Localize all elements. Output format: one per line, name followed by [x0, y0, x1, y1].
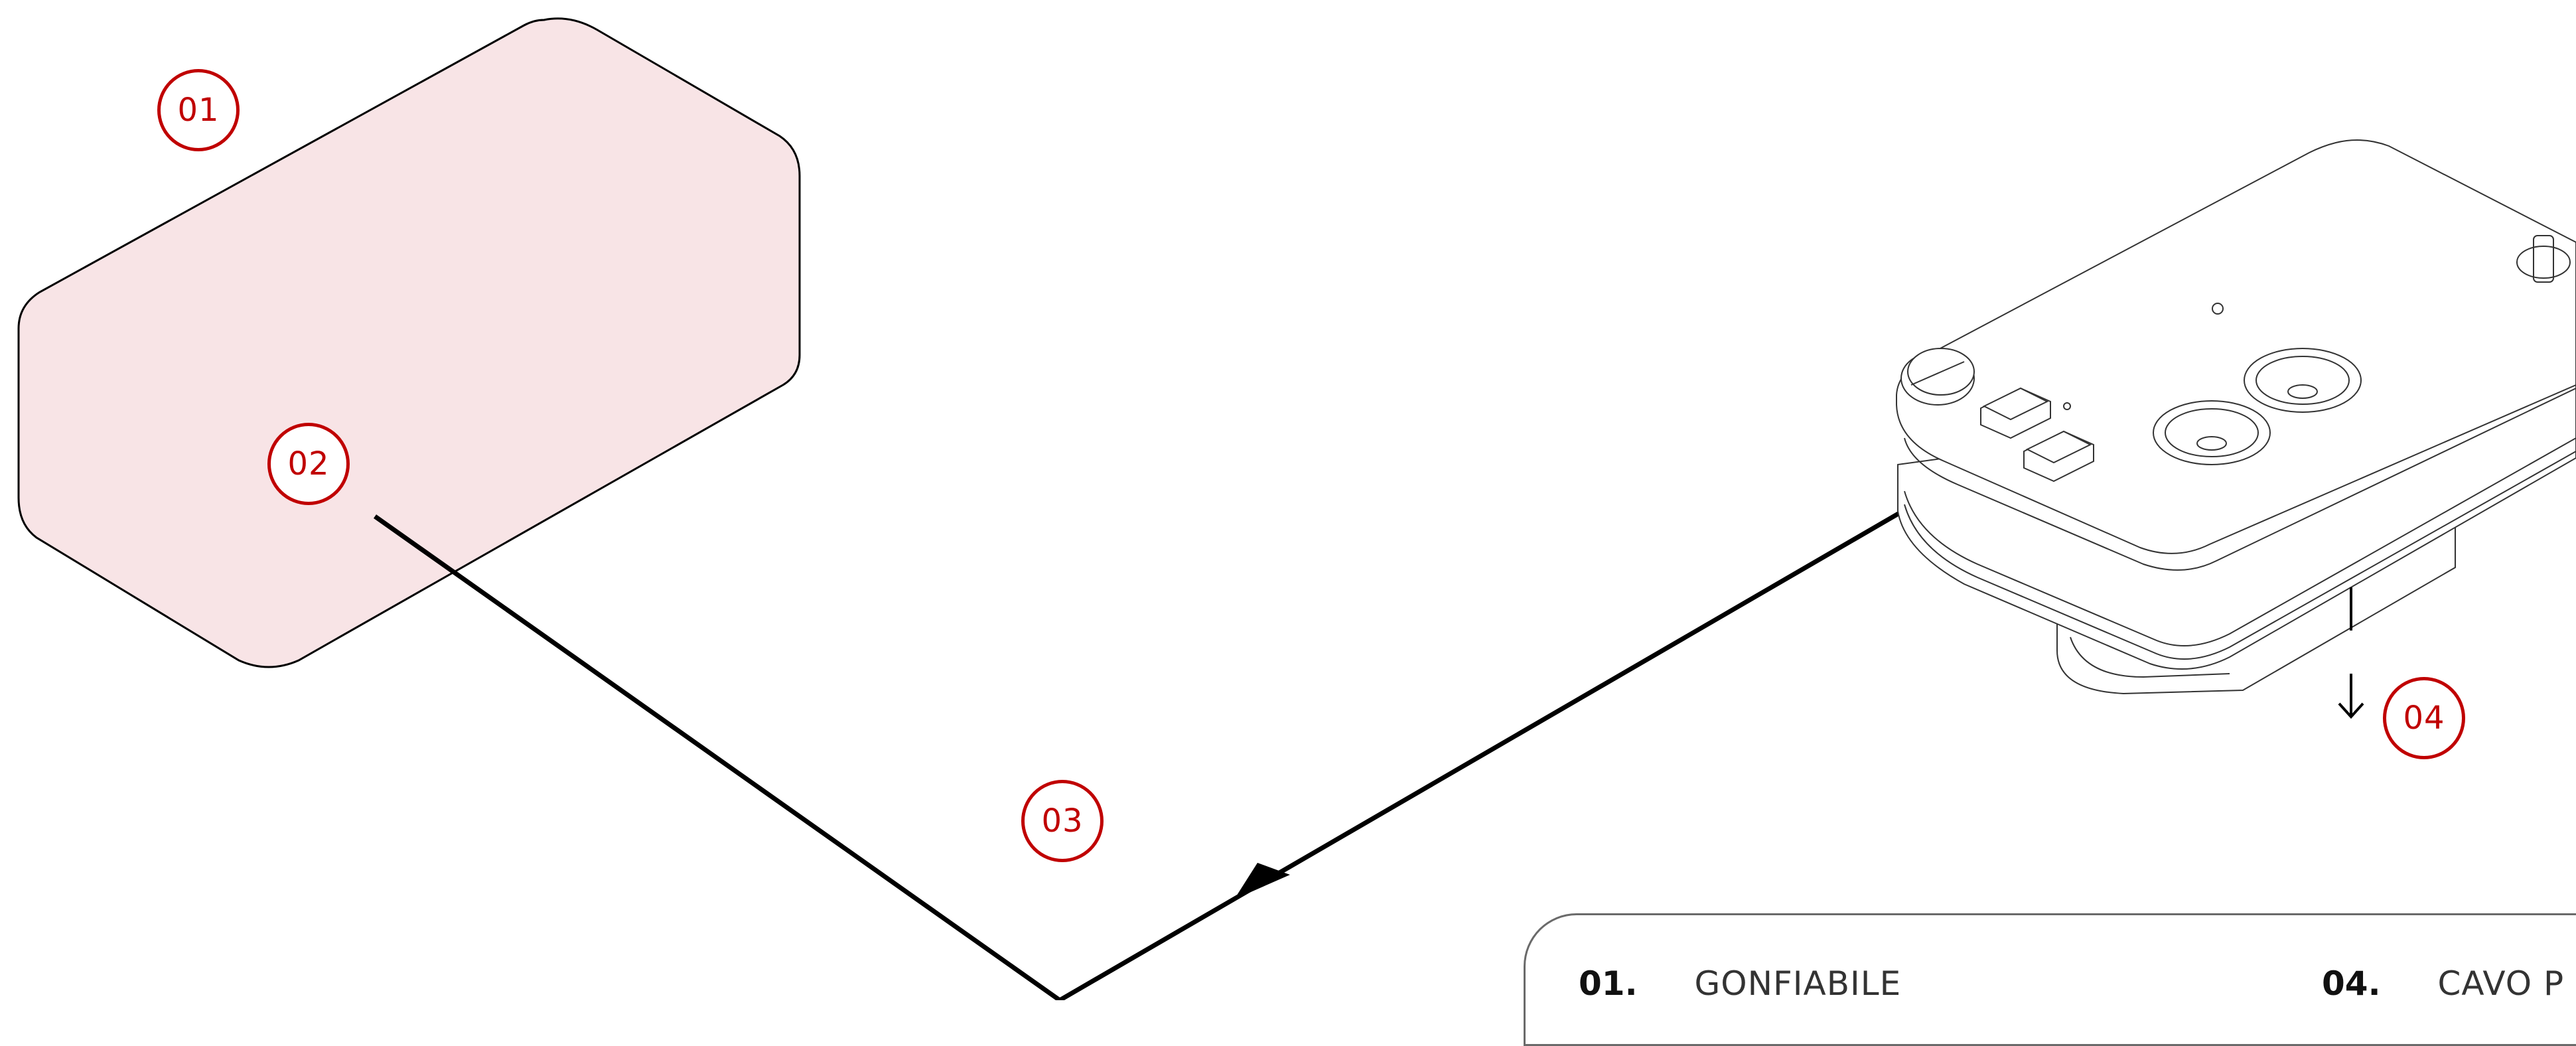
callout-02: 02	[267, 423, 350, 505]
callout-04: 04	[2383, 677, 2465, 759]
legend-item: 04. CAVO P	[2322, 964, 2564, 1003]
legend-label: GONFIABILE	[1694, 964, 1902, 1003]
callout-01: 01	[157, 69, 240, 151]
legend-number: 04.	[2322, 964, 2381, 1003]
parts-legend: 01. GONFIABILE 04. CAVO P	[1524, 913, 2576, 1046]
legend-number: 01.	[1579, 964, 1638, 1003]
pump-device	[1896, 139, 2576, 695]
legend-item: 01. GONFIABILE	[1579, 964, 1901, 1003]
connection-line-to-inflatable	[373, 514, 1062, 1000]
callout-03: 03	[1021, 780, 1104, 862]
arrow-head-icon	[1234, 863, 1290, 899]
legend-label: CAVO P	[2437, 964, 2565, 1003]
assembly-diagram	[17, 17, 2576, 1000]
down-arrow-icon	[2338, 587, 2364, 719]
inflatable-shape	[17, 17, 801, 668]
